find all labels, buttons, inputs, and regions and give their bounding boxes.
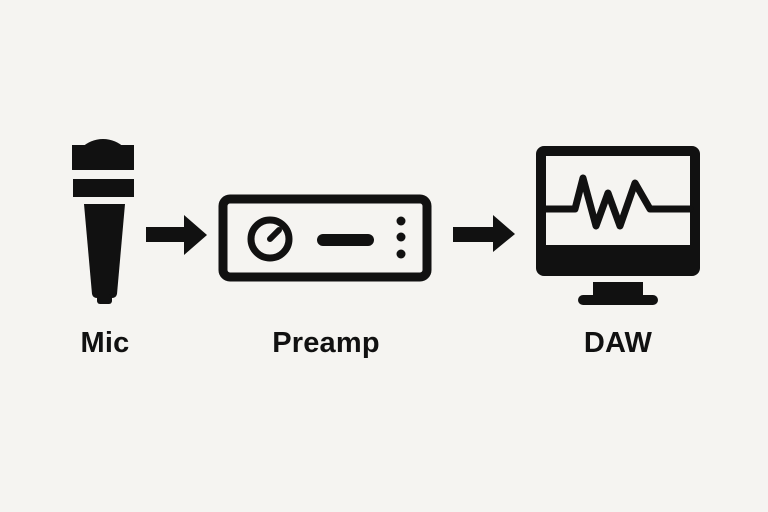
led-dot — [396, 216, 406, 226]
waveform-line — [542, 174, 694, 230]
preamp-rack-icon — [218, 194, 432, 282]
monitor-neck — [593, 282, 643, 298]
preamp-chassis — [218, 194, 432, 282]
arrow-right-icon — [146, 215, 207, 255]
fader-slot — [317, 234, 374, 246]
knob-icon — [247, 216, 293, 262]
led-dot — [396, 232, 406, 242]
node-label-mic: Mic — [80, 327, 130, 359]
arrow-right-icon — [453, 215, 515, 252]
node-label-preamp: Preamp — [272, 327, 380, 359]
microphone-icon — [72, 139, 134, 304]
monitor-waveform-icon — [536, 146, 700, 305]
node-label-daw: DAW — [583, 327, 653, 359]
monitor-screen — [546, 156, 690, 245]
monitor-stand — [578, 295, 658, 305]
led-dot — [396, 249, 406, 259]
